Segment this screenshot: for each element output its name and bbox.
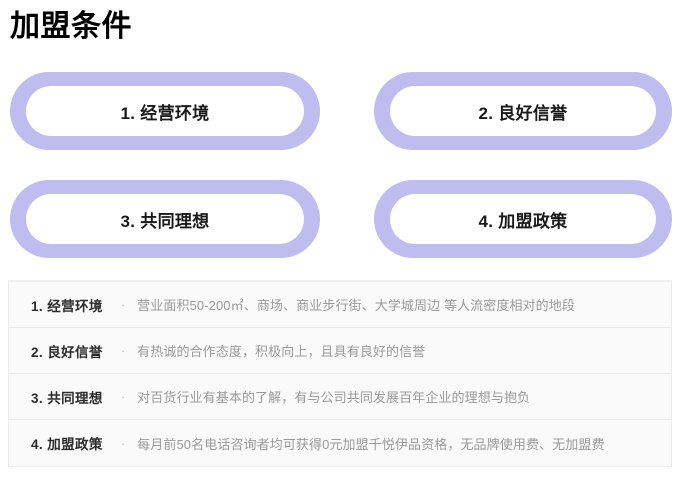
detail-row-4-description: 每月前50名电话咨询者均可获得0元加盟千悦伊品资格，无品牌使用费、无加盟费 xyxy=(137,436,605,452)
bullet-separator-icon: · xyxy=(120,343,126,358)
condition-pill-3-label: 3. 共同理想 xyxy=(120,211,210,231)
table-row: 3. 共同理想 · 对百货行业有基本的了解，有与公司共同发展百年企业的理想与抱负 xyxy=(9,374,671,420)
detail-row-1-description: 营业面积50-200㎡、商场、商业步行街、大学城周边 等人流密度相对的地段 xyxy=(137,298,575,313)
condition-detail-table: 1. 经营环境 · 营业面积50-200㎡、商场、商业步行街、大学城周边 等人流… xyxy=(8,280,672,467)
detail-row-2-label: 2. 良好信誉 xyxy=(31,344,103,360)
condition-pill-1[interactable]: 1. 经营环境 xyxy=(10,72,320,150)
condition-pill-3-inner: 3. 共同理想 xyxy=(26,194,304,244)
condition-pill-3[interactable]: 3. 共同理想 xyxy=(10,180,320,258)
table-row: 2. 良好信誉 · 有热诚的合作态度，积极向上，且具有良好的信誉 xyxy=(9,328,671,374)
condition-pill-2[interactable]: 2. 良好信誉 xyxy=(374,72,672,150)
condition-pill-1-inner: 1. 经营环境 xyxy=(26,86,304,136)
condition-pill-grid: 1. 经营环境 2. 良好信誉 3. 共同理想 4. 加盟政策 xyxy=(0,70,680,265)
bullet-separator-icon: · xyxy=(120,389,126,404)
bullet-separator-icon: · xyxy=(120,297,126,312)
condition-pill-1-label: 1. 经营环境 xyxy=(120,103,210,123)
detail-row-1-label: 1. 经营环境 xyxy=(31,298,103,314)
detail-row-2-description: 有热诚的合作态度，积极向上，且具有良好的信誉 xyxy=(137,344,426,359)
page-title: 加盟条件 xyxy=(10,10,132,43)
condition-pill-2-inner: 2. 良好信誉 xyxy=(390,86,656,136)
table-row: 4. 加盟政策 · 每月前50名电话咨询者均可获得0元加盟千悦伊品资格，无品牌使… xyxy=(9,420,671,466)
condition-pill-2-label: 2. 良好信誉 xyxy=(478,103,568,123)
condition-pill-4[interactable]: 4. 加盟政策 xyxy=(374,180,672,258)
detail-row-4-label: 4. 加盟政策 xyxy=(31,437,103,452)
condition-pill-4-label: 4. 加盟政策 xyxy=(478,211,568,231)
detail-row-3-description: 对百货行业有基本的了解，有与公司共同发展百年企业的理想与抱负 xyxy=(137,390,531,405)
detail-row-3-label: 3. 共同理想 xyxy=(31,390,103,406)
bullet-separator-icon: · xyxy=(120,435,126,451)
table-row: 1. 经营环境 · 营业面积50-200㎡、商场、商业步行街、大学城周边 等人流… xyxy=(9,282,671,328)
condition-pill-4-inner: 4. 加盟政策 xyxy=(390,194,656,244)
